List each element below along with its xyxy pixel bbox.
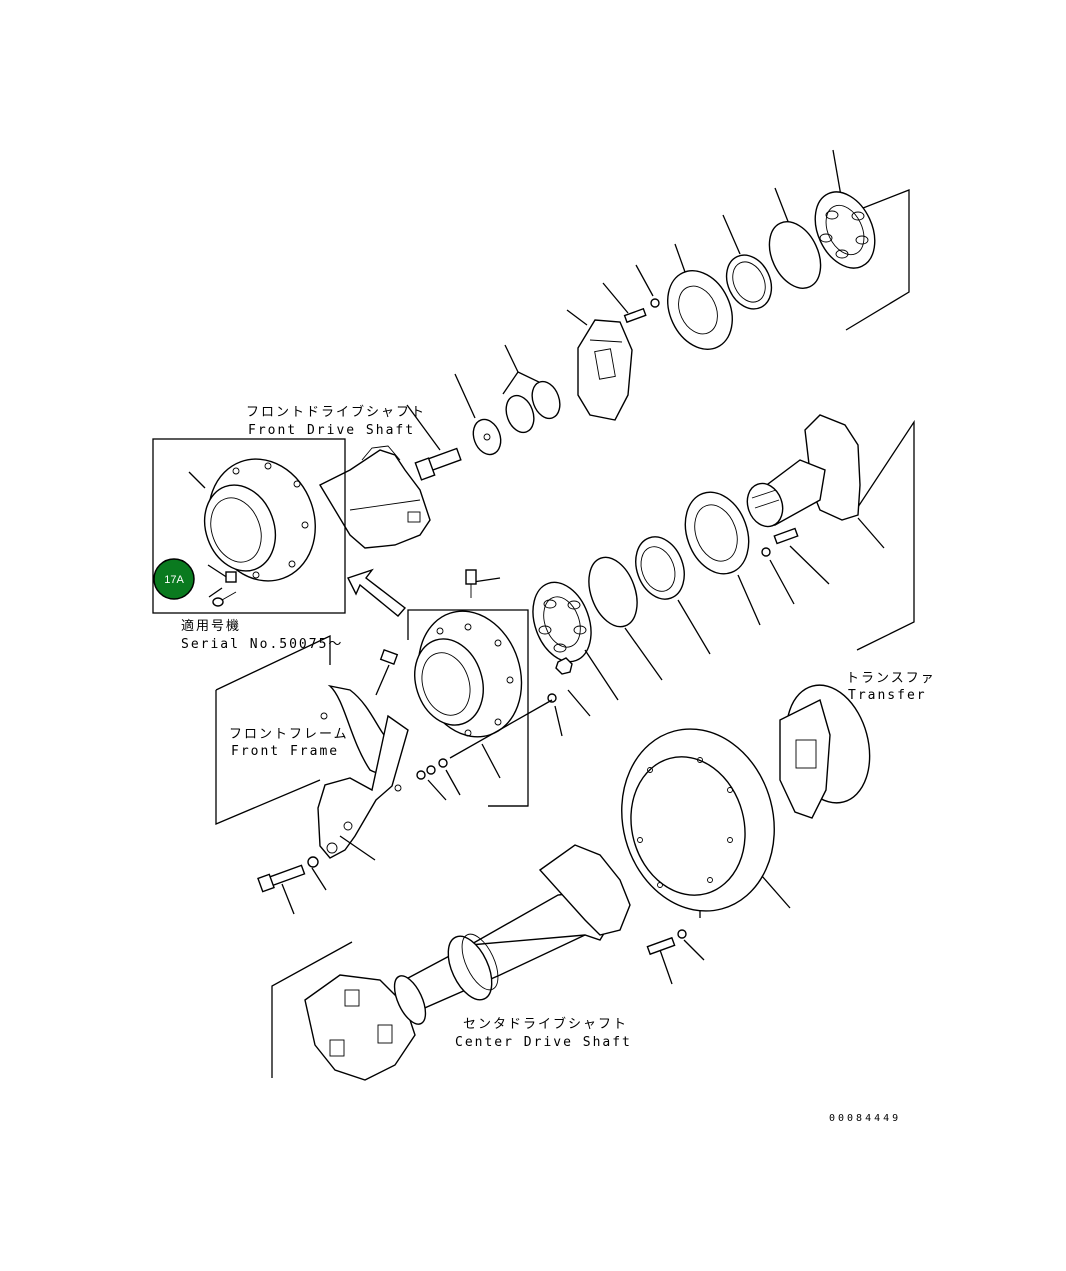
- bolt-lower-left: [257, 856, 327, 915]
- shims-upper: [505, 380, 561, 434]
- front-drive-shaft-en-label: Front Drive Shaft: [248, 423, 415, 438]
- bearing-upper: [814, 191, 876, 269]
- serial-no-label: Serial No.50075～: [181, 637, 343, 652]
- center-drive-shaft-en-label: Center Drive Shaft: [455, 1035, 632, 1050]
- front-drive-shaft-label: フロントドライブシャフト Front Drive Shaft: [246, 404, 426, 438]
- bearing-housing-middle: [407, 609, 529, 807]
- bolt-upper-large: [414, 447, 462, 481]
- upper-leader-lines: [188, 149, 842, 598]
- callout-17a-badge[interactable]: 17A: [153, 558, 195, 600]
- front-frame-jp-label: フロントフレーム: [229, 727, 349, 742]
- bearing-race-upper: [725, 254, 773, 310]
- transfer-en-label: Transfer: [848, 688, 927, 703]
- upper-bracket: [845, 189, 910, 331]
- bearing-middle: [532, 581, 592, 663]
- middle-leader-lines: [375, 517, 885, 737]
- bolt-upper-small: [623, 298, 660, 324]
- nut-washer-middle: [547, 657, 573, 703]
- bolt-transfer: [646, 929, 705, 985]
- front-frame-en-label: Front Frame: [231, 744, 339, 759]
- yoke-upper: [577, 319, 633, 421]
- transfer-yoke: [779, 684, 871, 819]
- middle-bracket: [855, 419, 915, 651]
- race-middle: [635, 536, 685, 600]
- front-frame-outline: [215, 634, 331, 825]
- front-drive-shaft-jp-label: フロントドライブシャフト: [246, 404, 426, 420]
- transfer-jp-label: トランスファ: [846, 671, 936, 686]
- callout-17a-label[interactable]: 17A: [164, 574, 184, 586]
- center-drive-shaft-label: センタドライブシャフト Center Drive Shaft: [455, 1016, 632, 1050]
- transfer-flange: [621, 728, 791, 912]
- front-frame-hardware: [339, 699, 553, 861]
- seal-middle: [684, 491, 750, 575]
- serial-inset-box: [152, 438, 346, 614]
- transfer-label: トランスファ Transfer: [846, 671, 936, 703]
- front-frame-bracket: [317, 684, 409, 859]
- cover-plate-upper: [667, 270, 733, 350]
- center-drive-shaft-jp-label: センタドライブシャフト: [463, 1016, 628, 1032]
- output-yoke-transfer: [746, 414, 861, 528]
- callout-17a-circle[interactable]: [153, 558, 195, 600]
- front-drive-shaft-yoke: [319, 445, 431, 549]
- serial-label: 適用号機 Serial No.50075～: [181, 618, 343, 652]
- center-drive-shaft: [304, 844, 631, 1081]
- o-ring-upper: [768, 221, 822, 289]
- bolt-middle-right: [761, 527, 799, 557]
- washer-plate-upper: [472, 418, 502, 456]
- arrow-to-inset: [347, 568, 407, 617]
- applicable-jp-label: 適用号機: [181, 618, 241, 634]
- o-ring-middle: [588, 556, 638, 628]
- grease-fitting: [379, 569, 477, 665]
- plug-inset: [212, 571, 237, 607]
- center-drive-shaft-outline: [271, 941, 353, 1078]
- drawing-number: 00084449: [829, 1113, 901, 1124]
- bearing-housing-inset: [203, 458, 316, 582]
- front-frame-label: フロントフレーム Front Frame: [229, 727, 349, 759]
